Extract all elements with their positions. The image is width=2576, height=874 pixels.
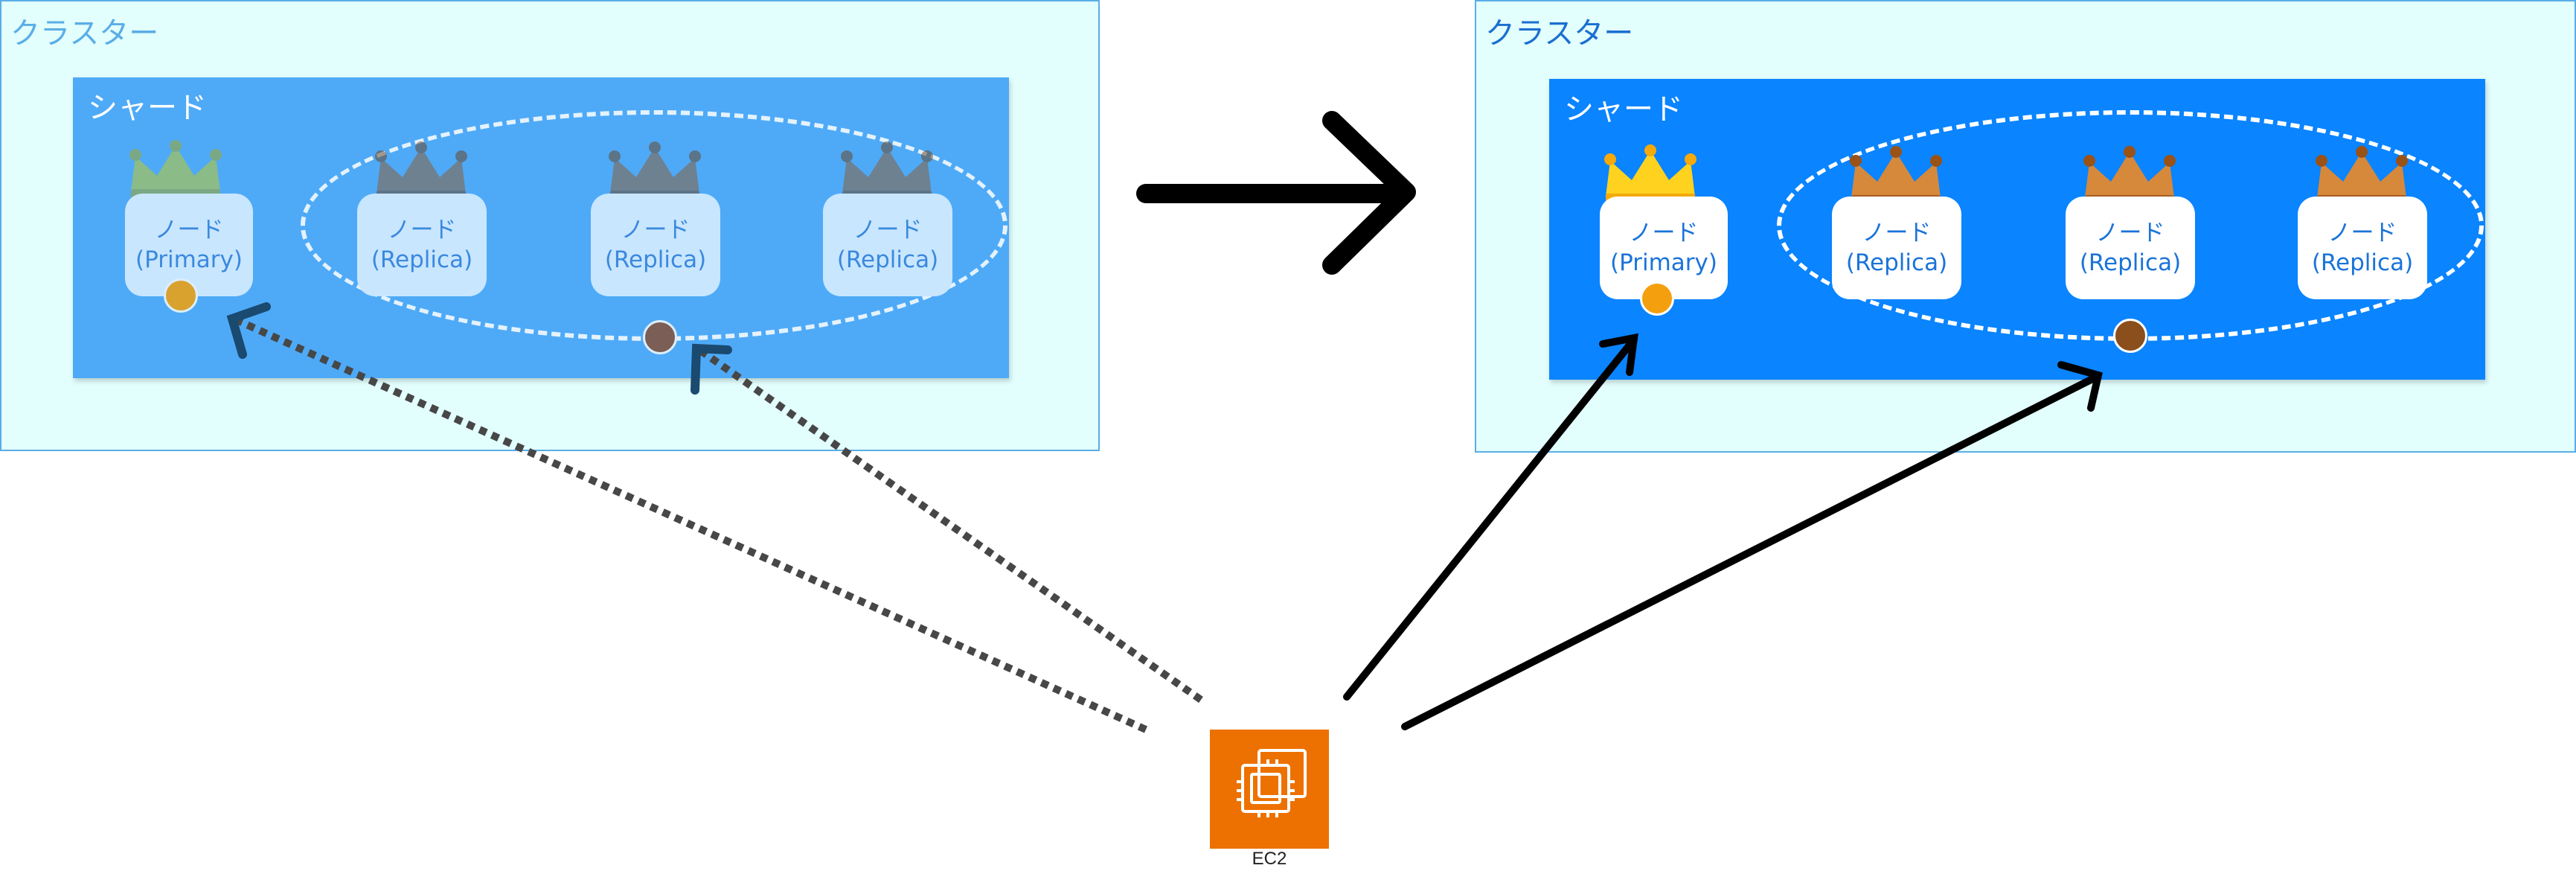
- right-node-replica-2: ノード (Replica): [2066, 197, 2195, 299]
- right-cluster-title: クラスター: [1485, 16, 1634, 51]
- transition-arrow: [1136, 111, 1416, 275]
- node-role: (Primary): [135, 246, 243, 273]
- left-cluster-title: クラスター: [10, 16, 159, 51]
- node-label: ノード: [1862, 220, 1932, 246]
- right-node-replica-3: ノード (Replica): [2298, 197, 2427, 299]
- right-shard: シャード ノード (Primary) ノード (Replica): [1549, 79, 2485, 380]
- new-replica-connection: [1401, 361, 2103, 730]
- left-primary-endpoint-dot: [164, 278, 198, 313]
- left-node-replica-3: ノード (Replica): [823, 194, 952, 296]
- left-shard: シャード ノード (Primary) ノード (Replica): [73, 77, 1009, 378]
- left-node-primary: ノード (Primary): [125, 194, 253, 296]
- node-role: (Replica): [836, 246, 939, 273]
- node-label: ノード: [853, 217, 923, 243]
- node-label: ノード: [1629, 220, 1699, 246]
- right-shard-title: シャード: [1564, 92, 1683, 127]
- node-role: (Replica): [371, 246, 473, 273]
- node-role: (Replica): [2311, 249, 2414, 276]
- node-label: ノード: [387, 217, 457, 243]
- new-primary-connection: [1343, 333, 1638, 701]
- node-role: (Replica): [1845, 249, 1948, 276]
- right-cluster: クラスター シャード ノード (Primary) ノード (Replica): [1475, 0, 2576, 453]
- node-role: (Replica): [2079, 249, 2182, 276]
- node-role: (Primary): [1610, 249, 1717, 276]
- right-node-replica-1: ノード (Replica): [1832, 197, 1961, 299]
- left-cluster: クラスター シャード ノード (Primary) ノード (Replica): [0, 0, 1100, 451]
- old-primary-arrowhead: [226, 302, 271, 359]
- node-label: ノード: [621, 217, 691, 243]
- node-role: (Replica): [604, 246, 707, 273]
- node-label: ノード: [2327, 220, 2397, 246]
- node-label: ノード: [2095, 220, 2165, 246]
- old-replica-arrowhead: [691, 343, 732, 395]
- old-primary-connection: [234, 316, 1148, 733]
- left-replica-endpoint-dot: [643, 320, 677, 354]
- right-primary-endpoint-dot: [1640, 281, 1674, 316]
- left-node-replica-1: ノード (Replica): [357, 194, 487, 296]
- ec2-chip-icon: [1237, 749, 1307, 817]
- left-shard-title: シャード: [88, 91, 207, 125]
- left-node-replica-2: ノード (Replica): [591, 194, 720, 296]
- ec2-label: EC2: [1252, 849, 1287, 869]
- right-replica-endpoint-dot: [2113, 319, 2147, 353]
- old-replica-connection: [697, 346, 1203, 704]
- node-label: ノード: [154, 217, 224, 243]
- ec2-icon: [1210, 730, 1329, 849]
